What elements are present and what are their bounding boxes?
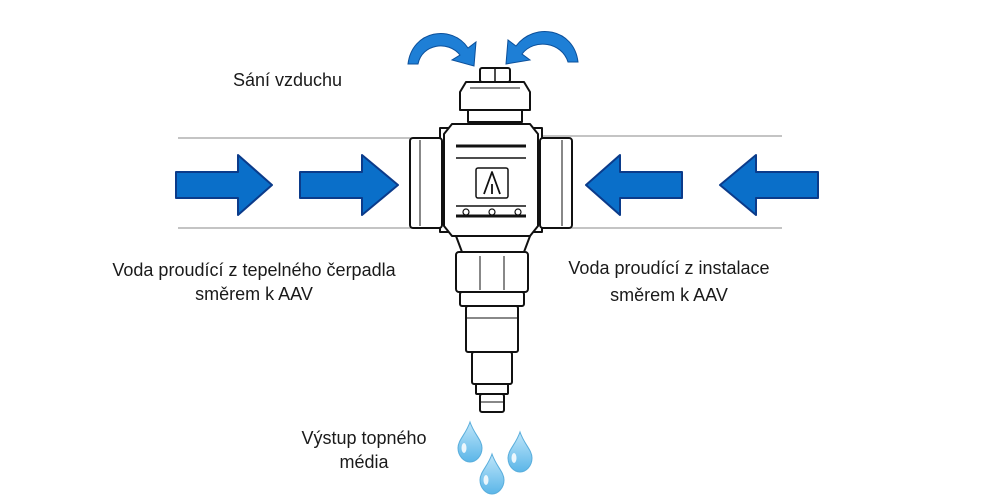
water-from-heat-pump-label: Voda proudící z tepelného čerpadla směre… — [112, 260, 396, 304]
right-arrow-icon — [299, 154, 399, 216]
left-arrow-icon — [585, 154, 683, 216]
valve-icon — [409, 67, 573, 413]
curved-arrow-icon — [407, 33, 477, 67]
water-drop-icon — [479, 452, 505, 495]
pipe-outline — [178, 135, 782, 229]
water-from-installation-label: Voda proudící z instalace směrem k AAV — [568, 258, 770, 305]
water-drop-icon — [507, 430, 533, 473]
brand-a-logo — [475, 167, 509, 199]
water-flow-arrows-left — [175, 154, 399, 216]
heating-medium-outlet-label: Výstup topného média — [301, 428, 427, 472]
right-arrow-icon — [175, 154, 273, 216]
air-intake-label: Sání vzduchu — [233, 70, 343, 90]
water-flow-arrows-right — [585, 154, 819, 216]
air-intake-arrows — [407, 31, 579, 67]
left-arrow-icon — [719, 154, 819, 216]
curved-arrow-icon — [505, 31, 579, 65]
water-drop-icon — [457, 420, 483, 463]
droplets — [457, 420, 533, 495]
